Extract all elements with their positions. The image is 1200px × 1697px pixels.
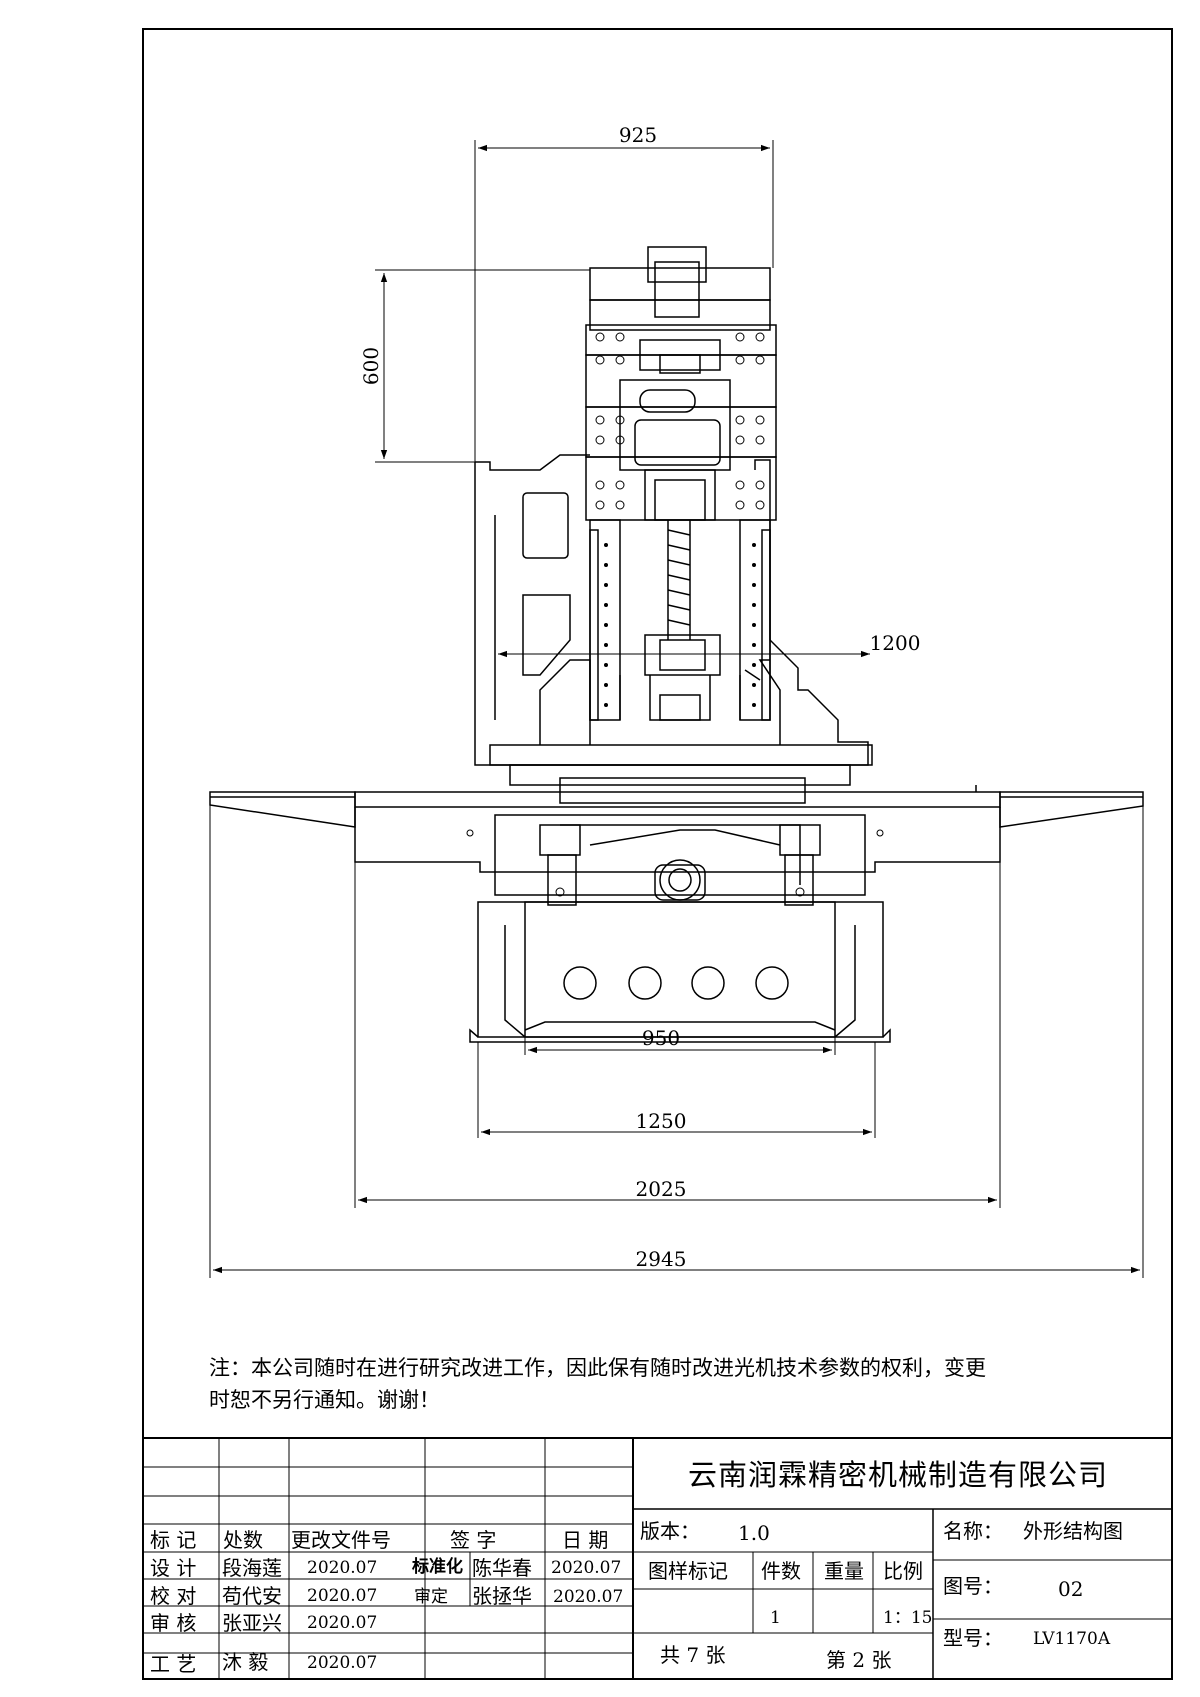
name-review: 张亚兴 <box>222 1611 282 1635</box>
sheet-current: 第 2 张 <box>826 1648 892 1672</box>
drawing-no-value: 02 <box>1058 1577 1084 1601</box>
dim-table-width: 2025 <box>636 1177 687 1201</box>
name-design: 段海莲 <box>222 1556 282 1580</box>
dim-overall-width: 2945 <box>636 1247 687 1271</box>
date-design: 2020.07 <box>307 1558 378 1578</box>
role-process: 工 艺 <box>150 1652 197 1676</box>
date-review: 2020.07 <box>307 1613 378 1633</box>
date-process: 2020.07 <box>307 1653 378 1673</box>
spec-weight-header: 重量 <box>824 1559 864 1583</box>
dim-column-height: 600 <box>359 347 383 385</box>
note-line-2: 时恕不另行通知。谢谢！ <box>209 1388 440 1412</box>
header-date: 日 期 <box>562 1528 609 1552</box>
role-design: 设 计 <box>150 1556 197 1580</box>
header-sign: 签 字 <box>450 1528 497 1552</box>
dim-cross-width: 1200 <box>870 631 921 655</box>
drawing-border <box>142 28 1173 1680</box>
spec-scale-header: 比例 <box>883 1559 923 1583</box>
version-value: 1.0 <box>738 1521 770 1545</box>
title-block-grid <box>143 1437 1172 1679</box>
spec-qty-header: 件数 <box>761 1559 801 1583</box>
bolt-holes <box>466 332 884 897</box>
dim-top-width: 925 <box>619 123 657 147</box>
spec-scale-value: 1：15 <box>883 1608 933 1628</box>
name-process: 沐 毅 <box>222 1650 269 1674</box>
date-standardize: 2020.07 <box>551 1558 622 1578</box>
date-approve: 2020.07 <box>553 1587 624 1607</box>
dimension-lines <box>209 140 1144 1278</box>
rail-holes <box>604 543 756 707</box>
header-mark: 标 记 <box>150 1528 197 1552</box>
note-line-1: 注：本公司随时在进行研究改进工作，因此保有随时改进光机技术参数的权利，变更 <box>209 1356 986 1380</box>
name-value: 外形结构图 <box>1023 1519 1123 1543</box>
date-check: 2020.07 <box>307 1586 378 1606</box>
name-label: 名称： <box>943 1519 1003 1543</box>
dim-base-outer: 1250 <box>636 1109 687 1133</box>
revision-note: 注：本公司随时在进行研究改进工作，因此保有随时改进光机技术参数的权利，变更 时恕… <box>209 1352 986 1416</box>
dim-base-inner: 950 <box>642 1026 680 1050</box>
header-count: 处数 <box>223 1528 263 1552</box>
model-value: LV1170A <box>1033 1629 1111 1649</box>
version-label: 版本： <box>640 1519 700 1543</box>
role-approve: 审定 <box>414 1587 448 1607</box>
header-doc: 更改文件号 <box>291 1528 391 1552</box>
drawing-no-label: 图号： <box>943 1574 1003 1598</box>
spec-qty-value: 1 <box>770 1608 781 1628</box>
sheets-total: 共 7 张 <box>660 1643 726 1667</box>
name-standardize: 陈华春 <box>472 1556 532 1580</box>
name-check: 苟代安 <box>222 1584 282 1608</box>
role-standardize: 标准化 <box>412 1557 463 1577</box>
role-check: 校 对 <box>150 1584 197 1608</box>
name-approve: 张拯华 <box>472 1584 532 1608</box>
company-name: 云南润霖精密机械制造有限公司 <box>688 1458 1109 1492</box>
machine-outline <box>209 246 1144 1043</box>
role-review: 审 核 <box>150 1611 197 1635</box>
model-label: 型号： <box>943 1626 1003 1650</box>
spec-pattern-header: 图样标记 <box>648 1559 728 1583</box>
dimension-labels: 925 600 1200 950 1250 2025 2945 <box>359 123 920 1271</box>
